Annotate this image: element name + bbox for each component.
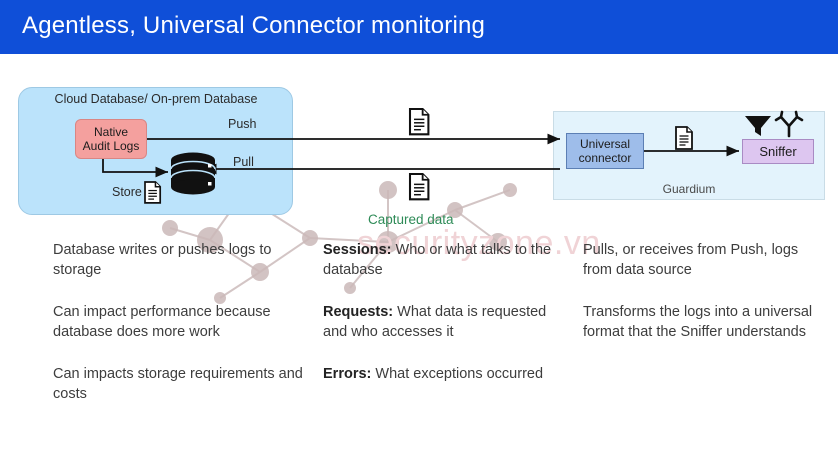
- description-columns: Database writes or pushes logs to storag…: [0, 240, 838, 425]
- paragraph-lead-label: Errors:: [323, 366, 372, 382]
- description-paragraph: Transforms the logs into a universal for…: [583, 302, 828, 342]
- document-icon-pull-flow: [408, 172, 430, 201]
- store-flow-arrow: [102, 159, 168, 178]
- architecture-diagram: Cloud Database/ On-prem Database Native …: [0, 54, 838, 254]
- native-audit-logs-line1: Native: [93, 125, 128, 139]
- description-paragraph: Requests: What data is requested and who…: [323, 302, 568, 342]
- native-audit-logs-line2: Audit Logs: [82, 139, 140, 153]
- description-paragraph: Can impacts storage requirements and cos…: [53, 364, 303, 404]
- paragraph-body: Can impacts storage requirements and cos…: [53, 366, 303, 402]
- branch-arrow-icon: [774, 110, 804, 138]
- document-icon-push-flow: [408, 107, 430, 136]
- native-audit-logs-label: Native Audit Logs: [83, 125, 140, 153]
- universal-connector-line1: Universal: [579, 137, 630, 151]
- document-icon-connector-to-sniffer: [675, 126, 693, 150]
- database-cylinder-icon: [170, 152, 216, 195]
- paragraph-body: Can impact performance because database …: [53, 304, 271, 340]
- native-audit-logs-box: Native Audit Logs: [75, 119, 147, 159]
- store-label: Store: [112, 185, 142, 199]
- push-label: Push: [228, 117, 257, 131]
- paragraph-body: Transforms the logs into a universal for…: [583, 304, 813, 340]
- paragraph-body: Pulls, or receives from Push, logs from …: [583, 242, 799, 278]
- slide-header-bar: Agentless, Universal Connector monitorin…: [0, 0, 838, 54]
- universal-connector-label: Universal connector: [579, 137, 632, 165]
- sniffer-label: Sniffer: [759, 144, 797, 159]
- description-paragraph: Errors: What exceptions occurred: [323, 364, 568, 384]
- paragraph-body: Database writes or pushes logs to storag…: [53, 242, 272, 278]
- description-paragraph: Pulls, or receives from Push, logs from …: [583, 240, 828, 280]
- paragraph-lead-label: Sessions:: [323, 242, 392, 258]
- pull-label: Pull: [233, 155, 254, 169]
- paragraph-body: What exceptions occurred: [371, 366, 544, 382]
- cloud-database-label: Cloud Database/ On-prem Database: [54, 92, 258, 106]
- paragraph-lead-label: Requests:: [323, 304, 394, 320]
- description-paragraph: Sessions: Who or what talks to the datab…: [323, 240, 568, 280]
- page-title: Agentless, Universal Connector monitorin…: [22, 12, 486, 39]
- watermark-text: securityzone.vn: [357, 224, 601, 262]
- paragraph-body: What data is requested and who accesses …: [323, 304, 547, 340]
- column-universal-connector: Pulls, or receives from Push, logs from …: [583, 240, 828, 364]
- guardium-label: Guardium: [662, 182, 716, 196]
- diagram-vector-layer: [102, 107, 804, 204]
- column-database: Database writes or pushes logs to storag…: [53, 240, 303, 426]
- description-paragraph: Database writes or pushes logs to storag…: [53, 240, 303, 280]
- column-captured-data: Sessions: Who or what talks to the datab…: [323, 240, 568, 406]
- paragraph-body: Who or what talks to the database: [323, 242, 552, 278]
- funnel-filter-icon: [745, 116, 771, 136]
- description-paragraph: Can impact performance because database …: [53, 302, 303, 342]
- captured-data-label: Captured data: [368, 212, 454, 227]
- sniffer-box: Sniffer: [742, 139, 814, 164]
- universal-connector-line2: connector: [578, 151, 632, 165]
- document-icon-store: [144, 181, 162, 204]
- universal-connector-box: Universal connector: [566, 133, 644, 169]
